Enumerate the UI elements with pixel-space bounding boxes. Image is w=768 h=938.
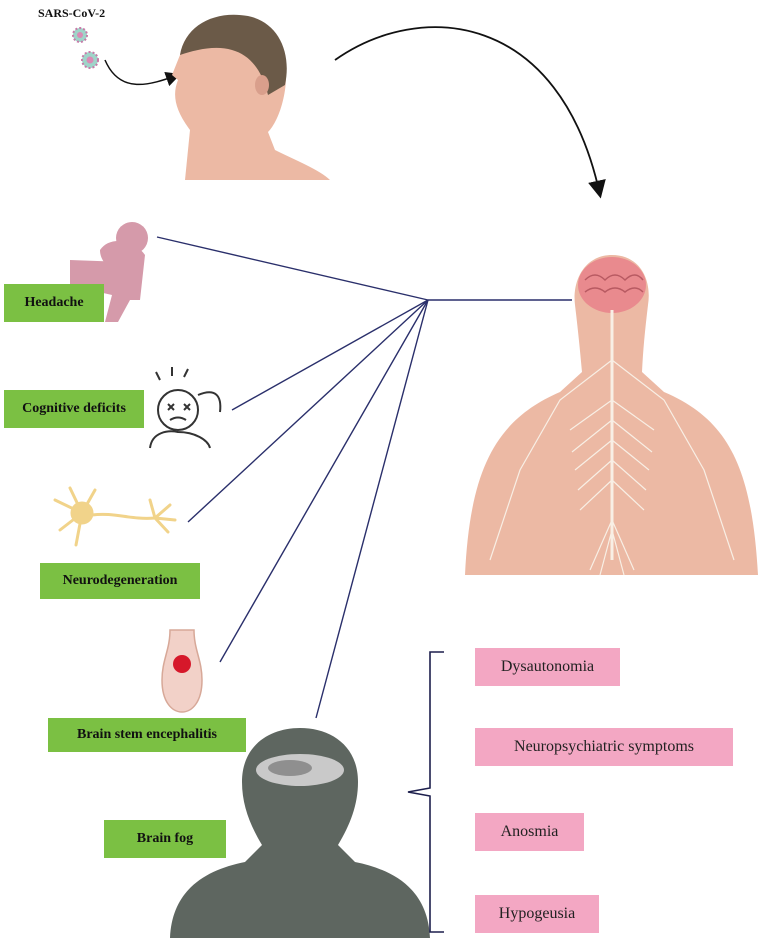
brain-stem-encephalitis-label: Brain stem encephalitis	[48, 718, 246, 752]
bracket	[407, 651, 444, 933]
cognitive-deficits-label: Cognitive deficits	[4, 390, 144, 428]
headache-label: Headache	[4, 284, 104, 322]
brain-fog-label: Brain fog	[104, 820, 226, 858]
neurodegeneration-label: Neurodegeneration	[40, 563, 200, 599]
human-profile-icon	[172, 14, 330, 181]
anosmia-label: Anosmia	[475, 813, 584, 851]
foggy-head-silhouette-icon	[170, 728, 430, 938]
nervous-system-body-icon	[465, 255, 758, 576]
hypogeusia-label: Hypogeusia	[475, 895, 599, 933]
dysautonomia-label: Dysautonomia	[475, 648, 620, 686]
neuropsychiatric-symptoms-label: Neuropsychiatric symptoms	[475, 728, 733, 766]
curved-arrow	[334, 26, 606, 199]
virus-icon	[72, 27, 99, 69]
inhalation-arrow	[104, 59, 181, 87]
brainstem-icon	[161, 629, 203, 713]
confused-face-icon	[149, 367, 222, 449]
virus-label: SARS-CoV-2	[38, 6, 106, 20]
neuron-icon	[53, 486, 177, 547]
connector-lines	[156, 236, 572, 719]
